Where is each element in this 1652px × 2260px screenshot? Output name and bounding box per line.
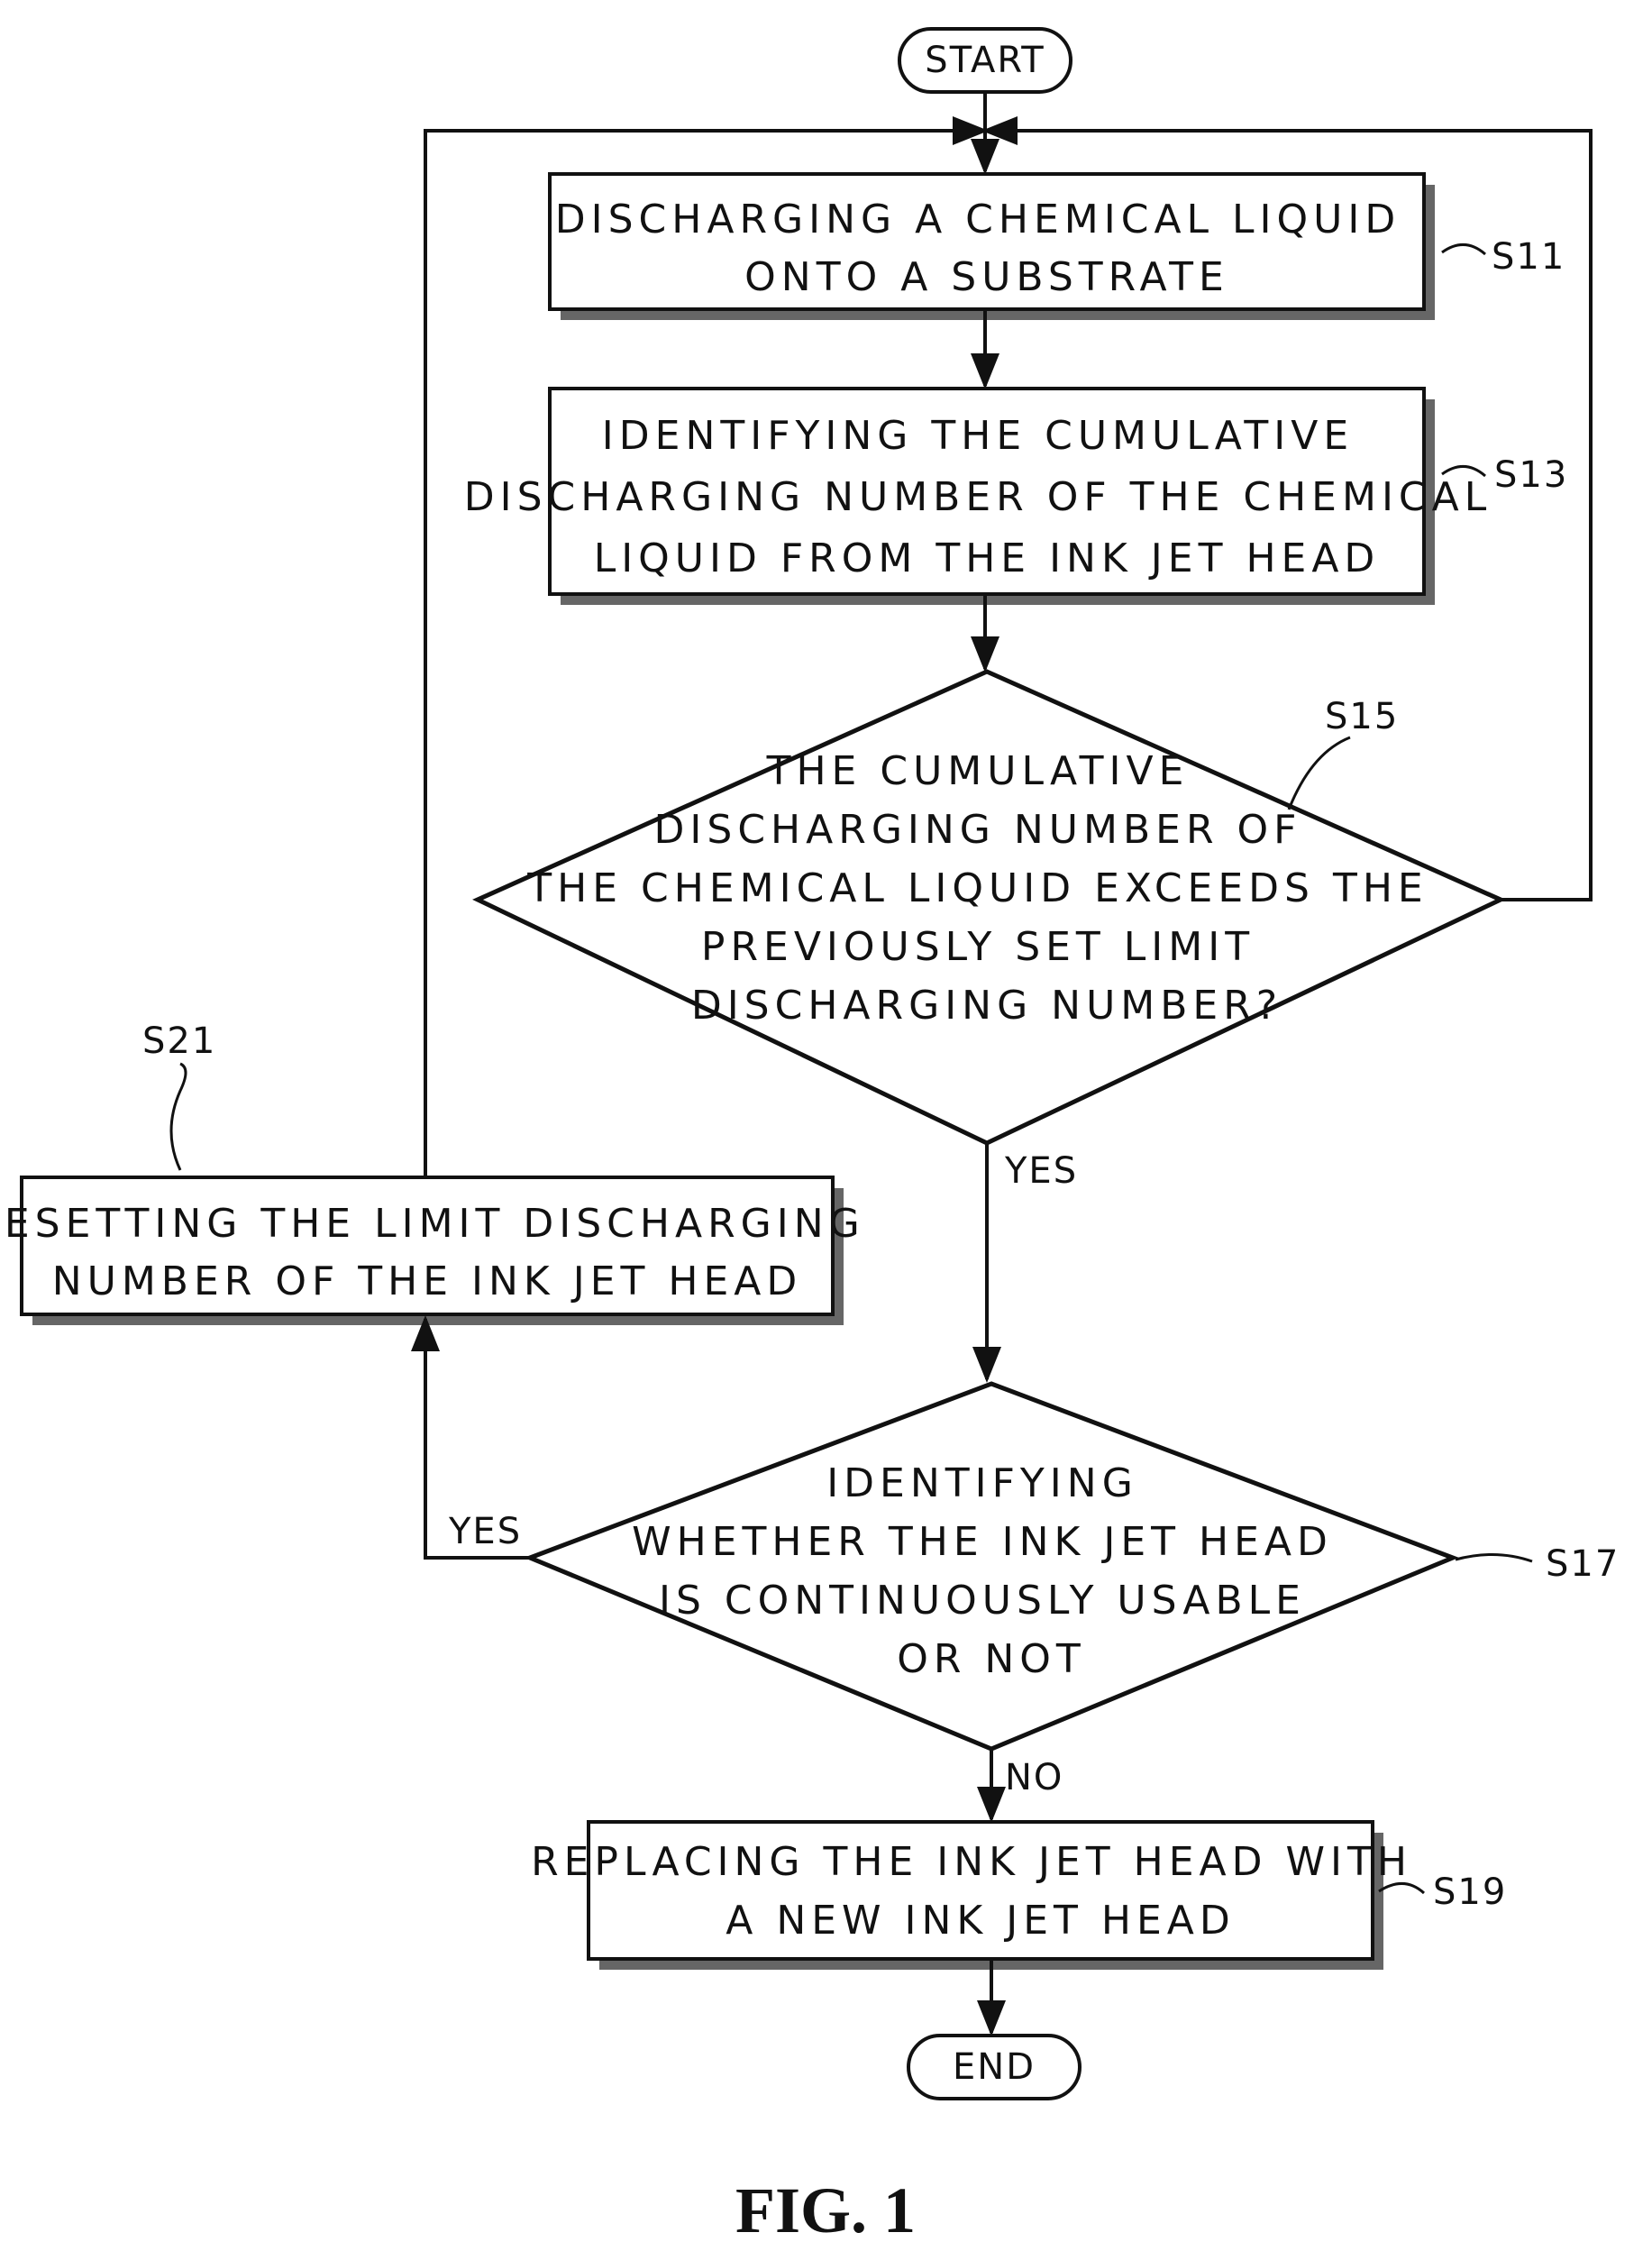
step-s15-decision: THE CUMULATIVE DISCHARGING NUMBER OF THE… — [478, 672, 1501, 1143]
step-s15-id: S15 — [1325, 696, 1399, 737]
step-s21-leader — [171, 1064, 186, 1170]
step-s13-id: S13 — [1494, 454, 1568, 496]
step-s13-line: IDENTIFYING THE CUMULATIVE — [602, 413, 1354, 459]
step-s17-decision: IDENTIFYING WHETHER THE INK JET HEAD IS … — [530, 1384, 1453, 1749]
start-label: START — [925, 40, 1045, 81]
step-s11-line: ONTO A SUBSTRATE — [744, 254, 1229, 300]
step-s19-line: A NEW INK JET HEAD — [726, 1898, 1236, 1944]
branch-label-s15-yes: YES — [1004, 1150, 1078, 1192]
branch-label-s17-yes: YES — [448, 1511, 522, 1552]
step-s13-text: IDENTIFYING THE CUMULATIVE DISCHARGING N… — [464, 413, 1511, 581]
step-s17-leader — [1456, 1554, 1532, 1561]
step-s19-line: REPLACING THE INK JET HEAD WITH — [531, 1839, 1412, 1885]
start-terminal: START — [899, 29, 1071, 92]
step-s11-id: S11 — [1492, 236, 1565, 278]
step-s17-line: OR NOT — [897, 1636, 1086, 1682]
step-s11-line: DISCHARGING A CHEMICAL LIQUID — [555, 197, 1401, 242]
step-s15-line: THE CUMULATIVE — [766, 748, 1190, 794]
branch-label-s17-no: NO — [1005, 1757, 1063, 1798]
step-s17-line: IS CONTINUOUSLY USABLE — [659, 1578, 1306, 1624]
step-s19-id: S19 — [1433, 1871, 1507, 1913]
figure-caption: FIG. 1 — [735, 2174, 916, 2246]
end-label: END — [953, 2046, 1036, 2088]
step-s13-line: DISCHARGING NUMBER OF THE CHEMICAL — [464, 474, 1492, 520]
step-s21-box: RESETTING THE LIMIT DISCHARGING NUMBER O… — [0, 1177, 883, 1325]
step-s17-line: IDENTIFYING — [826, 1460, 1138, 1506]
step-s21-id: S21 — [142, 1020, 216, 1062]
step-s11-box: DISCHARGING A CHEMICAL LIQUID ONTO A SUB… — [550, 174, 1435, 320]
step-s19-leader — [1379, 1883, 1424, 1893]
step-s19-box: REPLACING THE INK JET HEAD WITH A NEW IN… — [531, 1822, 1430, 1970]
step-s15-leader — [1289, 737, 1350, 810]
step-s15-line: DISCHARGING NUMBER? — [691, 983, 1282, 1029]
step-s21-line: NUMBER OF THE INK JET HEAD — [52, 1258, 803, 1304]
step-s21-line: RESETTING THE LIMIT DISCHARGING — [0, 1201, 865, 1247]
step-s11-leader — [1442, 244, 1485, 254]
step-s15-line: DISCHARGING NUMBER OF — [654, 807, 1302, 853]
step-s15-line: THE CHEMICAL LIQUID EXCEEDS THE — [526, 865, 1428, 911]
step-s17-id: S17 — [1546, 1543, 1620, 1585]
step-s13-box: IDENTIFYING THE CUMULATIVE DISCHARGING N… — [464, 389, 1511, 605]
step-s17-line: WHETHER THE INK JET HEAD — [632, 1519, 1333, 1565]
step-s13-line: LIQUID FROM THE INK JET HEAD — [594, 535, 1381, 581]
step-s15-line: PREVIOUSLY SET LIMIT — [701, 924, 1255, 970]
end-terminal: END — [908, 2036, 1080, 2099]
